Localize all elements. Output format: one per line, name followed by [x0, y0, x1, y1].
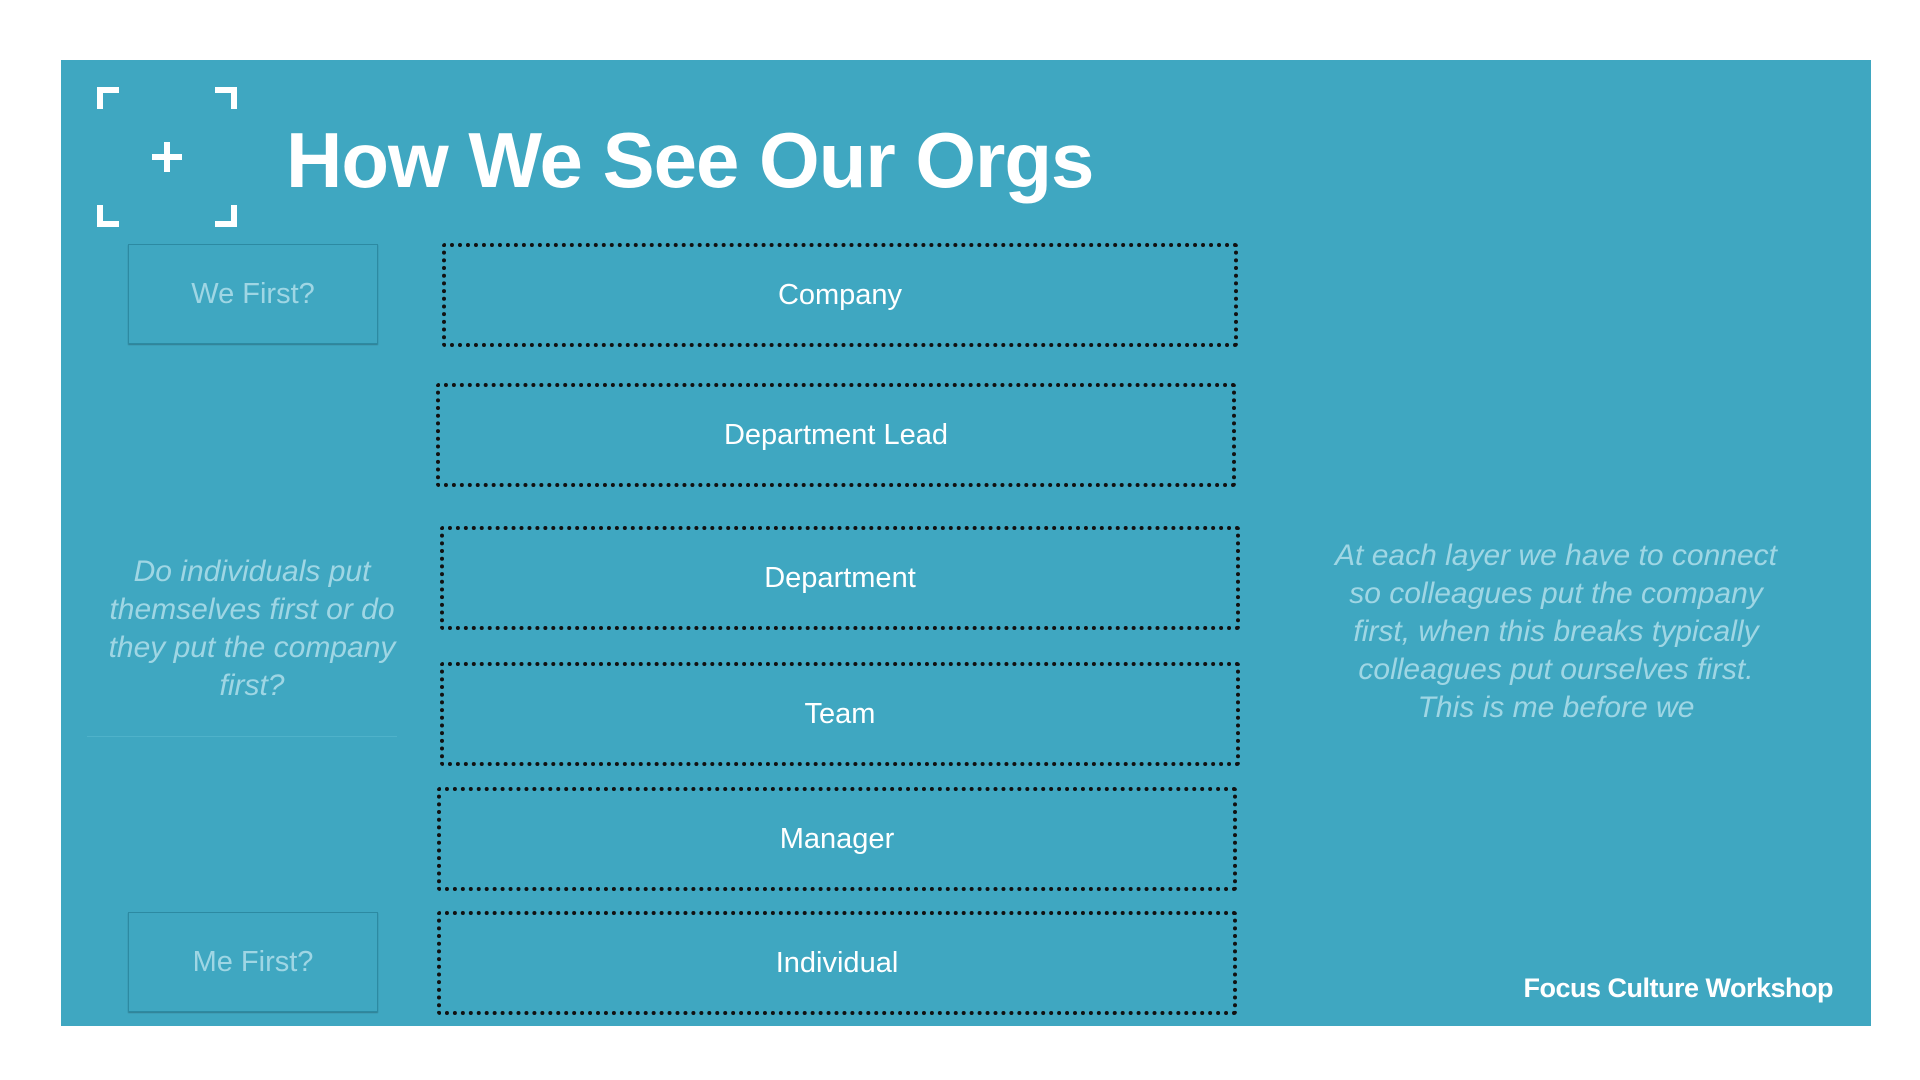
- layer-team: Team: [440, 662, 1240, 766]
- page-title: How We See Our Orgs: [286, 116, 1094, 204]
- layer-company: Company: [442, 243, 1238, 347]
- me-first-box: Me First?: [128, 912, 378, 1012]
- layer-individual: Individual: [437, 911, 1237, 1015]
- layer-manager: Manager: [437, 787, 1237, 891]
- layer-department-lead: Department Lead: [436, 383, 1236, 487]
- question-text: Do individuals put themselves first or d…: [108, 555, 396, 702]
- question-divider: [87, 736, 397, 737]
- layer-department: Department: [440, 526, 1240, 630]
- footer-brand: Focus Culture Workshop: [1523, 973, 1833, 1003]
- note-text: At each layer we have to connect so coll…: [1335, 539, 1777, 724]
- plus-in-corner-brackets-icon: [97, 87, 237, 227]
- we-first-box: We First?: [128, 244, 378, 344]
- slide: How We See Our Orgs We First? Do individ…: [61, 60, 1871, 1026]
